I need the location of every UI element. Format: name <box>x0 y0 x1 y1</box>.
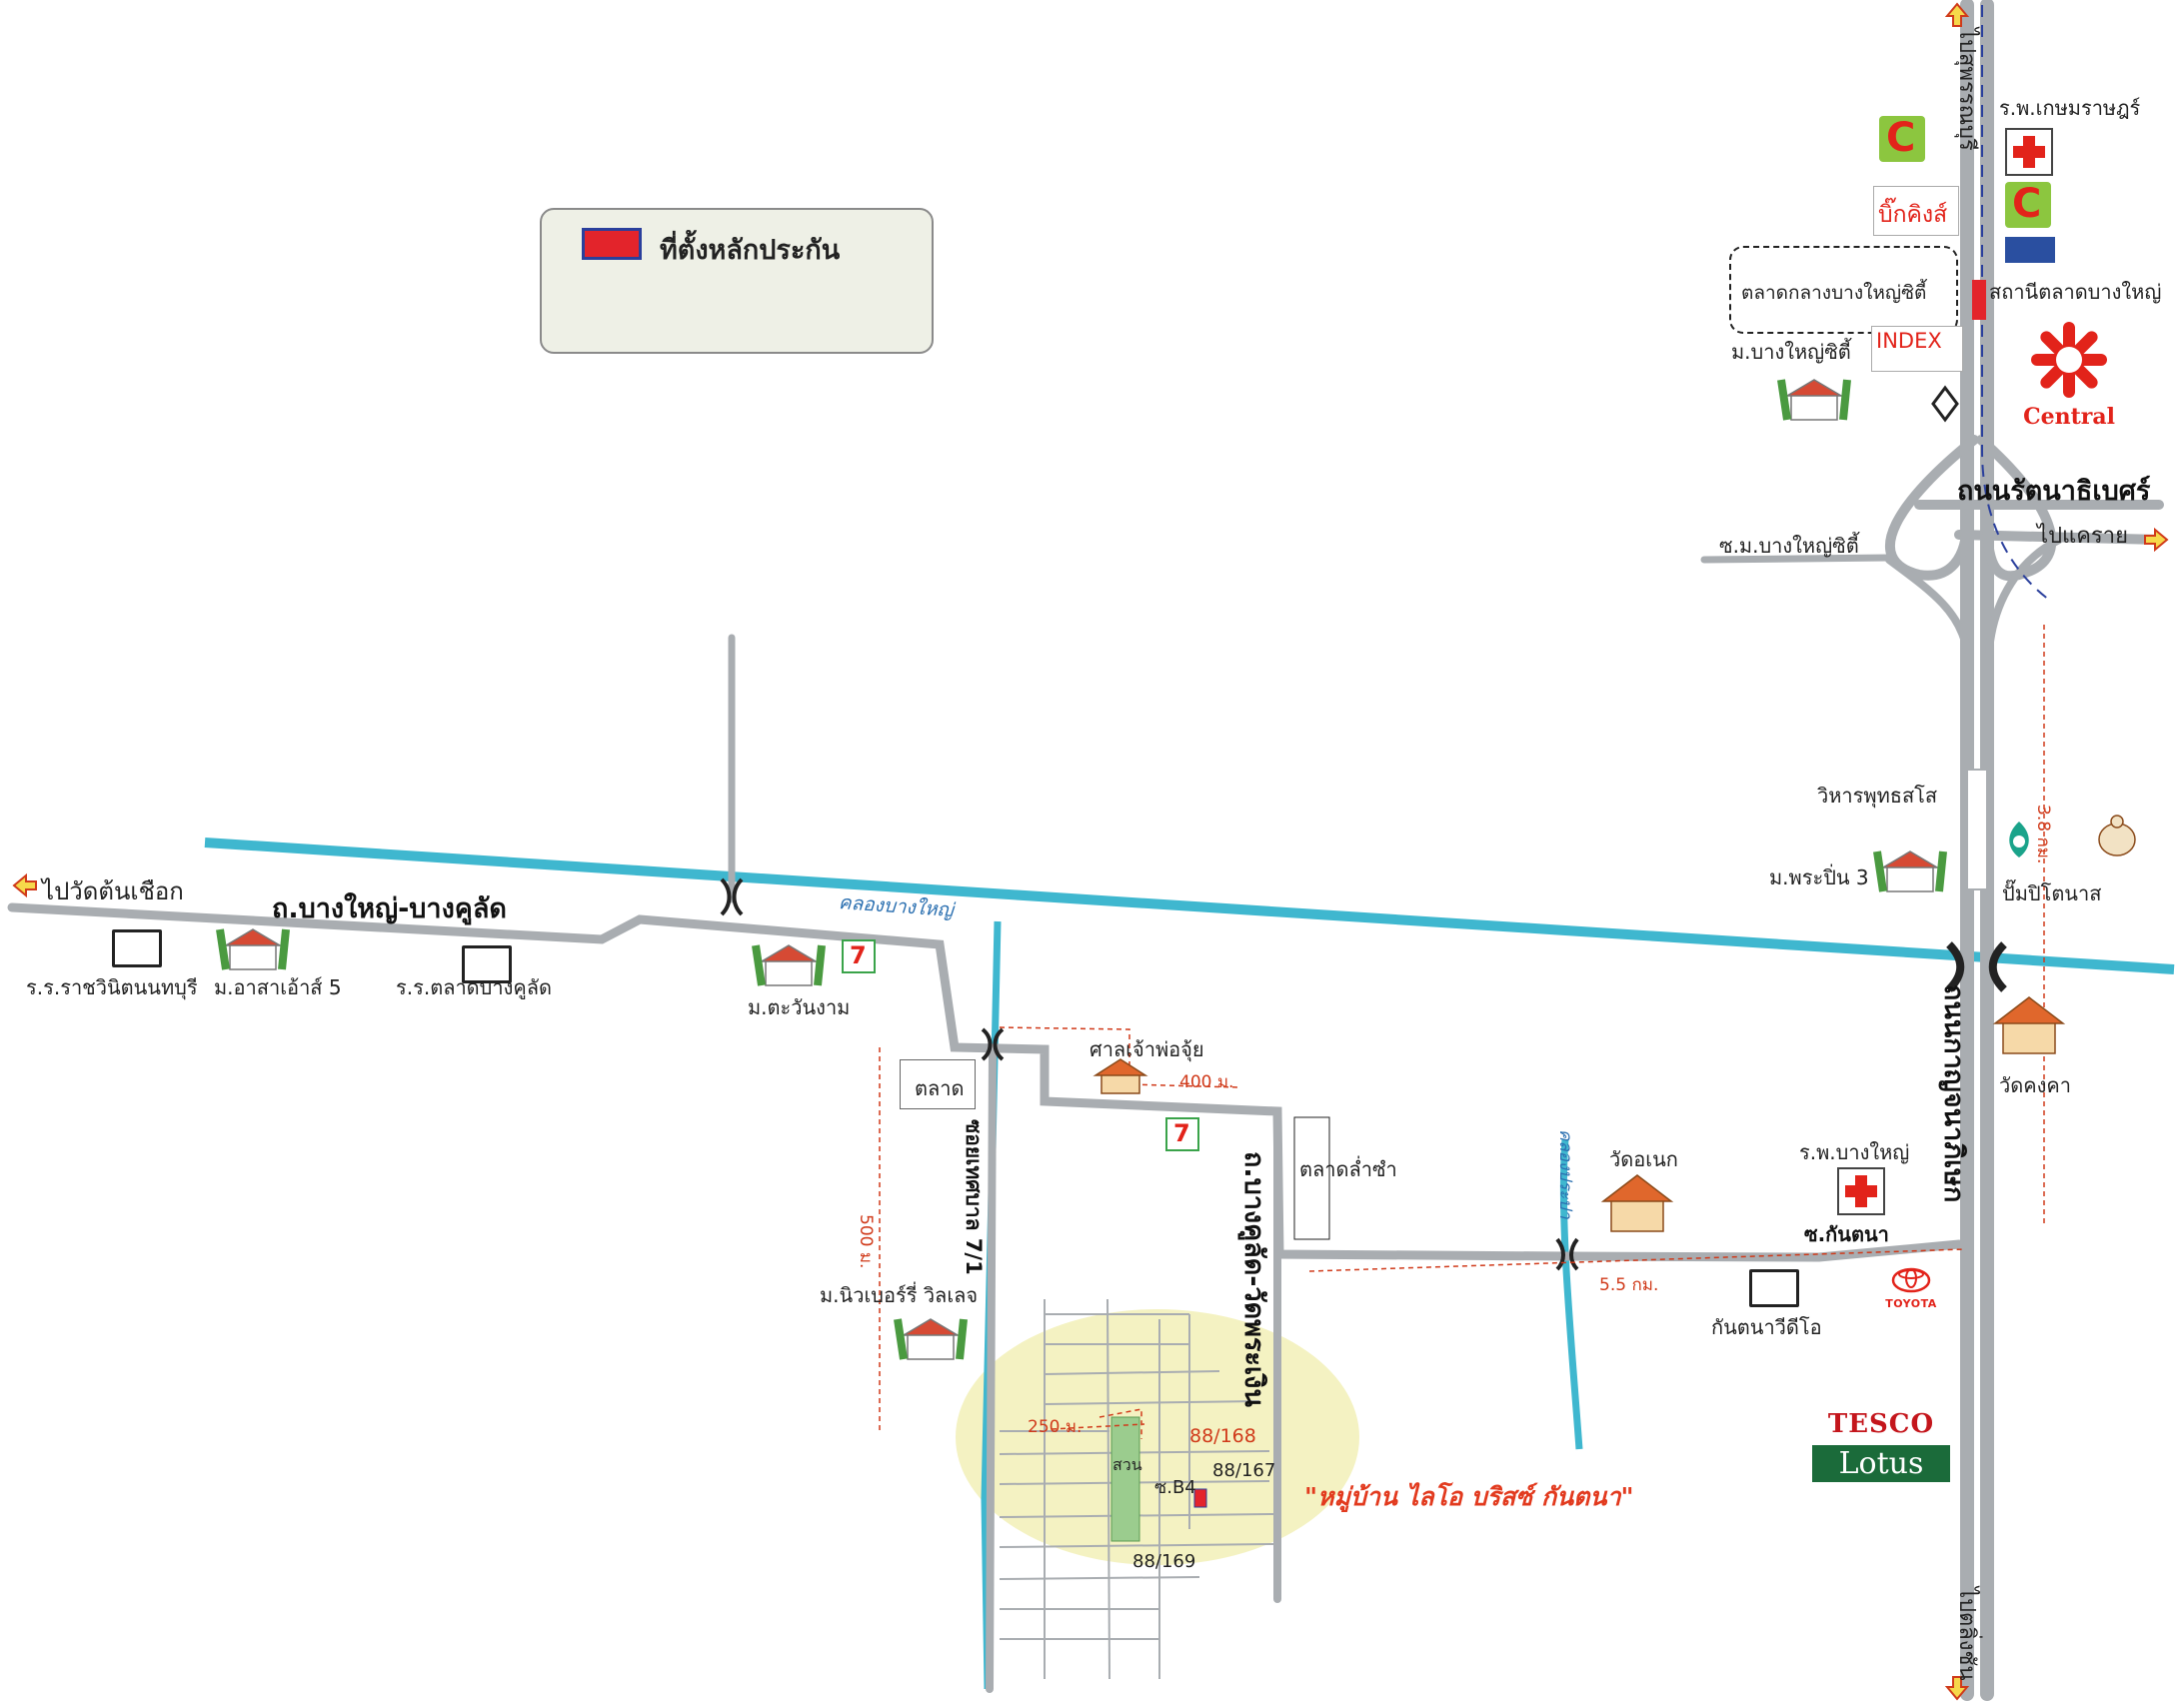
place-hospital-bangyai: ร.พ.บางใหญ่ <box>1799 1140 1910 1164</box>
rail-line <box>1981 5 2050 601</box>
ptt-station-icon <box>2002 820 2036 859</box>
canal-bang-yai <box>204 838 2175 974</box>
place-village-bangyai-city: ม.บางใหญ่ซิตี้ <box>1731 340 1851 364</box>
direction-wat-ton-chueak: ไปวัดต้นเชือก <box>42 877 184 905</box>
seven-eleven-icon: 7 <box>842 939 876 973</box>
place-village-tawan-ngam: ม.ตะวันงาม <box>748 995 851 1019</box>
place-ptt-station: ปั๊มปิโตนาส <box>2002 881 2102 905</box>
tunnel <box>1966 769 1988 890</box>
canal-prapa <box>1559 1138 1583 1450</box>
place-central-market: ตลาดกลางบางใหญ่ซิตี้ <box>1741 282 1927 304</box>
bigc-icon: C <box>1879 116 1925 162</box>
seven-eleven-icon: 7 <box>1165 1117 1199 1151</box>
direction-suphanburi: ไปสุพรรณบุรี <box>1954 28 1979 151</box>
road-thesaban-7-1 <box>986 1045 997 1693</box>
central-text: Central <box>2023 404 2115 430</box>
station-marker <box>1972 280 1986 320</box>
place-school-talat-bangkulad: ร.ร.ตลาดบางคูลัด <box>396 975 552 999</box>
road-label-soi-thesaban: ซอยเทศบาล 7/1 <box>962 1119 986 1275</box>
legend-swatch <box>582 228 642 260</box>
place-kantana-video: กันตนาวีดีโอ <box>1711 1315 1822 1339</box>
place-shrine: ศาลเจ้าพ่อจุ้ย <box>1090 1037 1204 1061</box>
road-label-soi-kantana: ซ.กันตนา <box>1804 1222 1889 1246</box>
place-hospital-kasemrad: ร.พ.เกษมราษฎร์ <box>1999 96 2141 120</box>
plot-88-167: 88/167 <box>1212 1460 1276 1481</box>
place-market: ตลาด <box>915 1076 965 1100</box>
hospital-cross-icon <box>1837 1167 1885 1215</box>
legend-label: ที่ตั้งหลักประกัน <box>660 235 841 266</box>
temple-icon <box>1092 815 2136 1232</box>
plot-88-169: 88/169 <box>1132 1551 1196 1572</box>
project-name: "หมู่บ้าน ไลโอ บริสซ์ กันตนา" <box>1304 1482 1634 1511</box>
place-bigking: บิ๊กคิงส์ <box>1878 202 1948 228</box>
house-icon <box>216 379 1947 1360</box>
distance-400: 400 ม. <box>1179 1072 1234 1092</box>
road-label-soi-b4: ซ.B4 <box>1154 1477 1196 1498</box>
place-station-bangyai: สถานีตลาดบางใหญ่ <box>1989 280 2162 304</box>
canal-label-prapa: คลองประปา <box>1555 1129 1575 1219</box>
bigking-box: บิ๊กคิงส์ <box>1873 186 1959 236</box>
legend-box: ที่ตั้งหลักประกัน <box>540 208 934 354</box>
distance-3-8: 3.8 กม. <box>2033 805 2053 864</box>
arrow-left-icon <box>12 872 37 898</box>
ramp-east <box>1976 435 2057 582</box>
collateral-lot <box>1193 1488 1207 1508</box>
road-soi-bangyai-city <box>1700 554 1893 564</box>
arrow-up-icon <box>1944 2 1970 27</box>
index-box: INDEX <box>1871 326 1963 372</box>
place-school-rachawinit: ร.ร.ราชวินิตนนทบุรี <box>26 975 198 999</box>
plot-88-168: 88/168 <box>1189 1425 1256 1447</box>
distance-5-5: 5.5 กม. <box>1599 1275 1659 1295</box>
hospital-cross-icon <box>2005 128 2053 176</box>
place-village-asa5: ม.อาสาเอ้าส์ 5 <box>214 975 342 999</box>
place-market-lamcham: ตลาดล่ำซำ <box>1299 1157 1397 1181</box>
school-icon <box>462 945 512 983</box>
road-label-bangkulad-watphrangoen: ถ.บางคูลัด-วัดพระเงิน <box>1238 1151 1269 1407</box>
toyota-logo: TOYOTA <box>1883 1267 1939 1310</box>
arrow-down-icon <box>1944 1676 1970 1701</box>
road-label-soi-bangyai-city: ซ.ม.บางใหญ่ซิตี้ <box>1719 534 1859 558</box>
arrow-right-icon <box>2144 527 2169 553</box>
homepro-icon <box>2005 237 2055 263</box>
road-label-rattanathibet: ถนนรัตนาธิเบศร์ <box>1957 476 2151 507</box>
place-wat-khongkha: วัดคงคา <box>1999 1073 2071 1097</box>
park-area <box>1110 1416 1140 1542</box>
kantana-video-icon <box>1749 1269 1799 1307</box>
road-bangyai-bangkulad <box>7 902 1964 1262</box>
project-area <box>956 1309 1359 1565</box>
road-label-kanchanaphisek: ถนนกาญจนาภิเษก <box>1938 984 1969 1203</box>
place-wat-anek: วัดอเนก <box>1609 1147 1678 1171</box>
market-lamcham-lot <box>1293 1116 1330 1240</box>
central-logo: Central <box>2019 320 2119 430</box>
lotus-text: Lotus <box>1812 1445 1950 1482</box>
direction-khae-rai: ไปแคราย <box>2037 524 2128 549</box>
road-label-bangyai-bangkulad: ถ.บางใหญ่-บางคูลัด <box>272 893 507 924</box>
place-vihara: วิหารพุทธสโส <box>1817 784 1938 808</box>
place-index: INDEX <box>1876 329 1942 353</box>
place-village-phrapin3: ม.พระปิ่น 3 <box>1769 865 1869 889</box>
bigc-icon: C <box>2005 182 2051 228</box>
ramp-nw <box>1885 556 1971 654</box>
distance-500: 500 ม. <box>856 1214 876 1269</box>
place-village-newberry: ม.นิวเบอร์รี่ วิลเลจ <box>820 1283 979 1307</box>
tesco-text: TESCO <box>1827 1409 1935 1439</box>
toyota-text: TOYOTA <box>1885 1297 1937 1310</box>
direction-taling-chan: ไปตลิ่งชัน <box>1954 1587 1979 1681</box>
bank-icon <box>1931 385 1959 423</box>
tesco-lotus-logo: TESCO Lotus <box>1812 1411 1950 1482</box>
distance-250: 250 ม. <box>1028 1417 1083 1437</box>
market-box: ตลาด <box>900 1059 976 1109</box>
school-icon <box>112 929 162 967</box>
central-market-box: ตลาดกลางบางใหญ่ซิตี้ <box>1729 246 1958 334</box>
ramp-ne <box>1985 536 2063 654</box>
park-label: สวน <box>1112 1455 1142 1474</box>
